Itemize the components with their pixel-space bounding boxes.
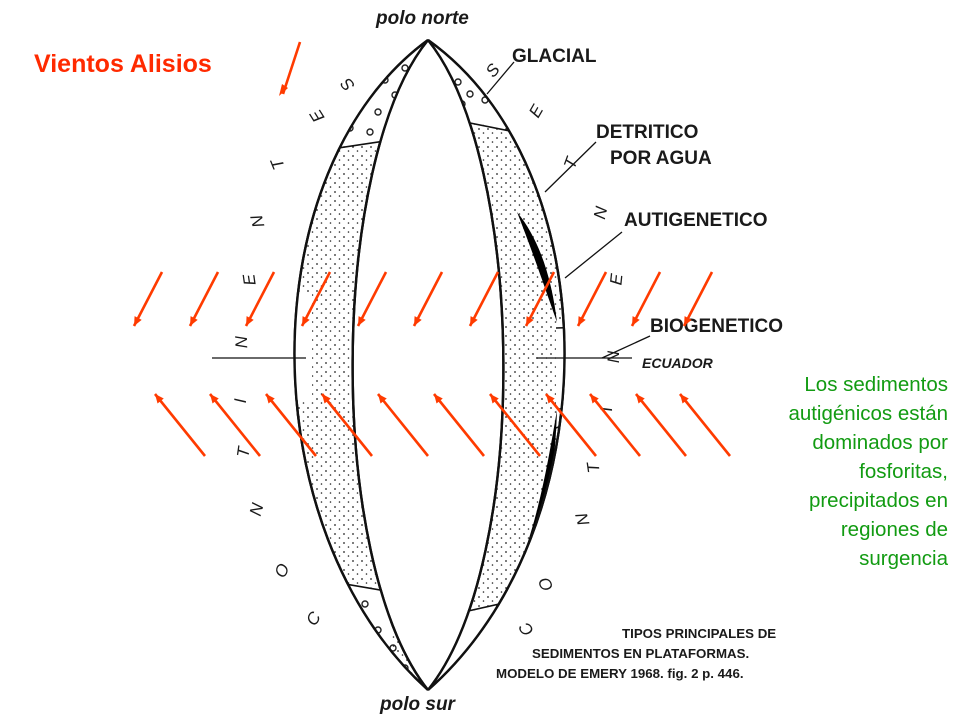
continent-letter: S: [336, 74, 358, 95]
detritico-label-1: DETRITICO: [596, 122, 698, 143]
wind-arrowhead: [636, 394, 645, 404]
note-line: dominados por: [812, 431, 948, 454]
wind-arrow: [208, 393, 262, 457]
authigenic-note: Los sedimentos autigénicos están dominad…: [738, 370, 948, 573]
wind-arrow: [544, 393, 598, 457]
continent-letter: T: [583, 460, 603, 475]
autigenetico-label: AUTIGENETICO: [624, 210, 768, 231]
wind-arrow: [244, 271, 276, 327]
wind-arrowhead: [546, 394, 555, 404]
wind-arrow: [432, 393, 486, 457]
caption-line: MODELO DE EMERY 1968. fig. 2 p. 446.: [496, 666, 744, 681]
wind-arrow: [524, 271, 556, 327]
wind-arrowhead: [302, 316, 310, 326]
wind-arrow: [682, 271, 714, 327]
wind-arrowhead: [266, 394, 275, 404]
wind-arrowhead: [134, 316, 142, 326]
wind-arrow: [634, 393, 688, 457]
wind-arrow: [630, 271, 662, 327]
wind-arrow: [376, 393, 430, 457]
note-line: Los sedimentos: [804, 373, 948, 396]
title-wind-arrow: [281, 41, 302, 95]
left-shelf-band: [239, 39, 429, 691]
wind-arrowhead: [490, 394, 499, 404]
south-pole-label: polo sur: [379, 694, 457, 715]
note-line: fosforitas,: [859, 460, 948, 483]
detritico-pointer: [544, 141, 597, 193]
continent-letter: N: [232, 335, 251, 349]
note-line: autigénicos están: [788, 402, 948, 425]
wind-arrow: [356, 271, 388, 327]
wind-arrowhead: [434, 394, 443, 404]
wind-arrow: [264, 393, 318, 457]
wind-arrowhead: [246, 316, 254, 326]
wind-arrowhead: [590, 394, 599, 404]
wind-arrowhead: [526, 316, 534, 326]
continent-letter: O: [271, 561, 294, 581]
continent-letter: T: [560, 153, 582, 171]
title-wind-arrowhead: [279, 84, 288, 96]
wind-arrowhead: [414, 316, 422, 326]
trade-wind-arrows: [132, 271, 732, 457]
continent-letter: N: [604, 350, 623, 363]
continent-letter: E: [525, 101, 547, 121]
continent-letter: N: [247, 212, 269, 229]
note-line: surgencia: [859, 547, 948, 570]
wind-arrowhead: [358, 316, 366, 326]
wind-arrow: [300, 271, 332, 327]
detritico-label-2: POR AGUA: [610, 148, 712, 169]
continent-letter: C: [302, 608, 325, 630]
wind-title: Vientos Alisios: [34, 50, 212, 78]
wind-arrow: [488, 393, 542, 457]
note-line: regiones de: [840, 518, 948, 541]
autigenetico-pointer: [564, 231, 623, 279]
caption-line: TIPOS PRINCIPALES DE: [622, 626, 777, 641]
wind-arrow: [132, 271, 164, 327]
wind-arrowhead: [470, 316, 478, 326]
continent-letter: E: [606, 272, 626, 286]
wind-arrowhead: [322, 394, 331, 404]
continent-letter: E: [239, 272, 259, 287]
biogenetico-label: BIOGENETICO: [650, 316, 783, 337]
wind-arrow: [188, 271, 220, 327]
note-line: precipitados en: [808, 489, 948, 512]
glacial-label: GLACIAL: [512, 46, 597, 67]
glacial-pointer: [486, 61, 515, 95]
wind-arrowhead: [190, 316, 198, 326]
biogenetico-pointer: [601, 335, 651, 359]
figure-caption: TIPOS PRINCIPALES DE SEDIMENTOS EN PLATA…: [496, 624, 826, 684]
wind-arrow: [320, 393, 374, 457]
wind-arrowhead: [155, 394, 164, 404]
continent-letter: N: [246, 500, 268, 517]
north-pole-label: polo norte: [375, 8, 469, 29]
wind-arrow: [468, 271, 500, 327]
biogenetic-zone-left: [239, 318, 290, 404]
wind-arrowhead: [210, 394, 219, 404]
wind-arrowhead: [378, 394, 387, 404]
continent-letter: N: [590, 204, 611, 221]
wind-arrow: [588, 393, 642, 457]
continent-letter: T: [233, 444, 253, 459]
wind-arrow: [576, 271, 608, 327]
wind-arrow: [678, 393, 732, 457]
continent-letter: E: [306, 106, 328, 126]
wind-arrow: [153, 393, 207, 457]
continent-letter: O: [535, 574, 558, 594]
continent-letter: I: [231, 398, 250, 404]
caption-line: SEDIMENTOS EN PLATAFORMAS.: [532, 646, 750, 661]
wind-arrowhead: [684, 316, 692, 326]
wind-arrow: [412, 271, 444, 327]
wind-arrowhead: [632, 316, 640, 326]
biogenetic-zone-right: [568, 344, 597, 404]
continent-letter: T: [267, 154, 289, 172]
ecuador-label: ECUADOR: [642, 355, 714, 371]
continent-letter: I: [597, 406, 616, 412]
continent-letter: N: [572, 510, 594, 527]
wind-arrowhead: [578, 316, 586, 326]
wind-arrowhead: [680, 394, 689, 404]
